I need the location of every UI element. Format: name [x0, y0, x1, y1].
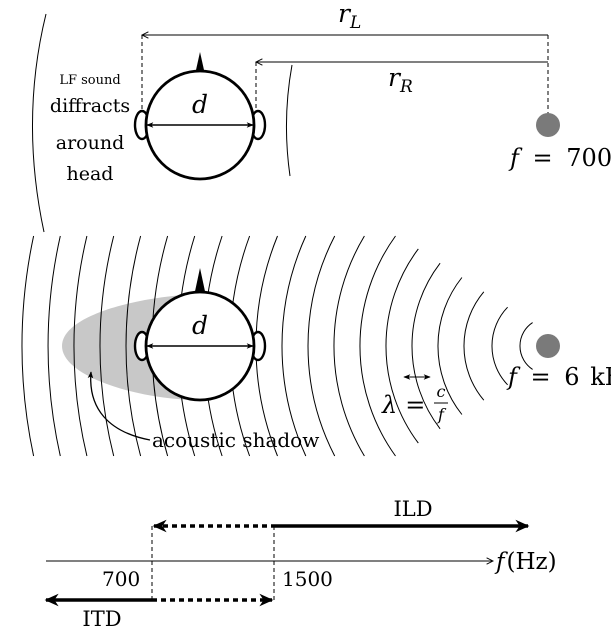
- head-width-label: d: [192, 90, 208, 119]
- head-lf: d: [133, 52, 267, 181]
- wavefront-arc-6: [385, 248, 419, 444]
- lf-note-line-3: around: [56, 132, 125, 154]
- lf-wavefront-left: [31, 13, 47, 233]
- shadow-callout-arrow: [87, 371, 151, 441]
- lf-note-line-1: LF sound: [59, 73, 120, 88]
- lf-panel: rL rR d LF sound diffracts around head f…: [31, 0, 611, 233]
- lf-note-line-2: diffracts: [50, 95, 130, 117]
- freq-label-hf: f = 6 kHz: [506, 363, 611, 391]
- r-right-label: rR: [388, 63, 413, 97]
- axis-label: f(Hz): [494, 549, 557, 575]
- r-left-label: rL: [338, 0, 361, 33]
- wavefront-arc-9: [307, 235, 336, 457]
- wavefront-arc-16: [125, 235, 142, 457]
- nose-icon: [194, 268, 206, 296]
- source-dot-lf: [536, 113, 560, 137]
- wavefront-arc-19: [47, 235, 61, 457]
- source-dot-hf: [536, 334, 560, 358]
- wavefront-arc-1: [519, 322, 533, 370]
- wavefront-arc-2: [491, 306, 508, 386]
- hf-panel: d λ= c f f = 6 kHz acoustic shadow: [21, 235, 611, 457]
- wavefront-arc-3: [463, 291, 485, 401]
- wavelength-num: c: [437, 382, 446, 401]
- wavefront-arc-20: [21, 235, 35, 457]
- ild-label: ILD: [393, 497, 432, 521]
- tick-1500-label: 1500: [282, 567, 333, 591]
- freq-label-lf: f = 700 Hz: [508, 144, 611, 172]
- lf-wavefront-right: [285, 64, 293, 177]
- wavefront-arc-17: [99, 235, 115, 457]
- lf-note-line-4: head: [67, 163, 114, 185]
- wavefront-arc-8: [333, 235, 365, 457]
- wavefront-arc-7: [359, 235, 396, 457]
- wavelength-label: λ= c f: [381, 382, 448, 424]
- wavefront-arc-18: [73, 235, 88, 457]
- frequency-axis-panel: f(Hz) ILD ITD 700 1500: [44, 497, 557, 631]
- wavelength-lhs: λ=: [381, 391, 425, 419]
- wavefront-arc-10: [281, 235, 307, 457]
- tick-700-label: 700: [102, 567, 140, 591]
- wavelength-den: f: [437, 405, 447, 424]
- lf-note: LF sound diffracts around head: [50, 73, 130, 185]
- shadow-label: acoustic shadow: [152, 428, 319, 452]
- itd-label: ITD: [82, 607, 121, 631]
- head-width-label: d: [192, 311, 208, 340]
- head-hf: d: [133, 268, 267, 402]
- wavefront-arc-5: [411, 262, 441, 430]
- wavefront-arc-4: [437, 277, 463, 415]
